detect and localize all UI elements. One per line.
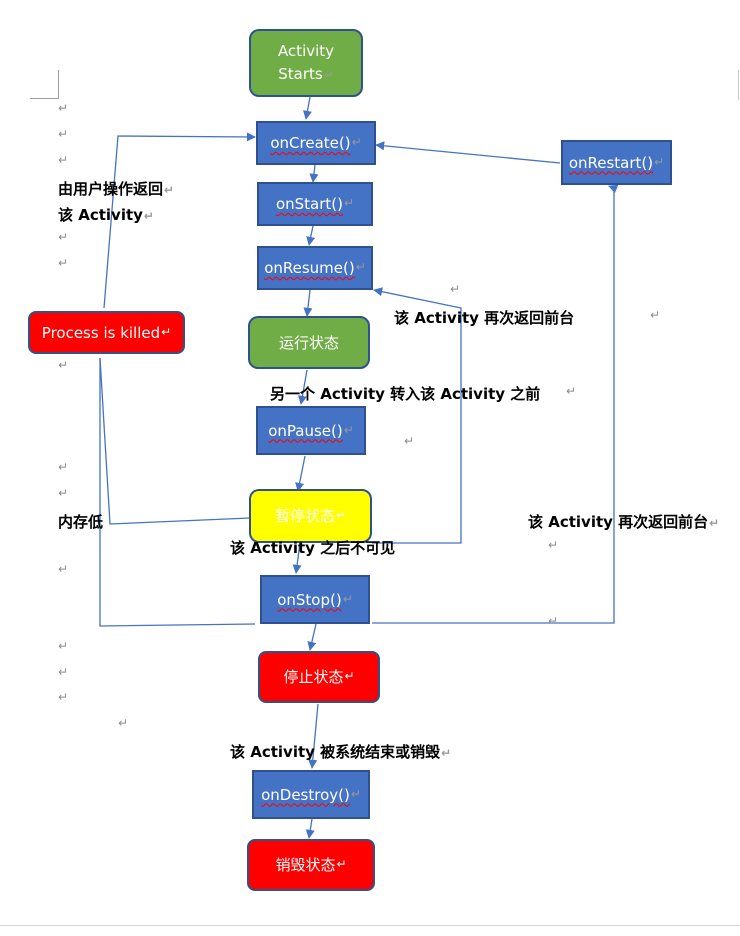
- destroyed-state-node: 销毁状态↵: [247, 839, 375, 891]
- arrow-ondestroy-to-destroyed: [305, 818, 315, 839]
- arrow-start-to-oncreate: [302, 96, 312, 120]
- page-edge-mark: [738, 70, 739, 100]
- process-killed-node: Process is killed↵: [28, 311, 185, 354]
- arrow-onstop-to-stopped: [307, 623, 317, 651]
- activity-starts-line1: Activity: [277, 41, 335, 60]
- arrow-onstop-to-onrestart: [372, 184, 619, 624]
- paragraph-mark: ↵: [336, 857, 347, 872]
- arrow-running-to-onpause: [297, 369, 308, 405]
- paragraph-mark: ↵: [58, 101, 69, 115]
- label-low-memory: 内存低: [58, 513, 104, 531]
- paragraph-mark: ↵: [58, 665, 69, 679]
- label-activity-returns-front-1: 该 Activity 再次返回前台: [394, 309, 575, 327]
- paragraph-mark: ↵: [58, 460, 69, 474]
- onresume-node: onResume()↵: [257, 246, 373, 290]
- paragraph-mark: ↵: [58, 153, 69, 167]
- onstop-node: onStop()↵: [260, 575, 370, 624]
- paragraph-mark: ↵: [58, 256, 69, 270]
- paragraph-mark: ↵: [58, 486, 69, 500]
- paragraph-mark: ↵: [654, 154, 665, 169]
- paragraph-mark: ↵: [450, 282, 461, 296]
- arrow-oncreate-to-onstart: [309, 164, 319, 183]
- paragraph-mark: ↵: [350, 786, 361, 801]
- paragraph-mark: ↵: [58, 127, 69, 141]
- oncreate-label: onCreate(): [270, 134, 351, 152]
- paragraph-mark: ↵: [58, 690, 69, 704]
- paragraph-mark: ↵: [548, 614, 559, 628]
- label-activity-invisible: 该 Activity 之后不可见: [230, 539, 396, 557]
- onstop-label: onStop(): [277, 590, 342, 609]
- onrestart-label: onRestart(): [568, 153, 654, 172]
- line-paused-to-killed: [99, 357, 251, 525]
- onpause-node: onPause()↵: [256, 406, 366, 455]
- paragraph-mark: ↵: [118, 716, 129, 730]
- line-onstop-to-killed: [99, 358, 256, 627]
- onrestart-node: onRestart()↵: [561, 140, 672, 185]
- oncreate-node: onCreate()↵: [256, 121, 376, 165]
- destroyed-state-label: 销毁状态: [275, 856, 336, 874]
- arrow-onstart-to-onresume: [306, 225, 316, 246]
- label-activity-destroyed: 该 Activity 被系统结束或销毁↵: [230, 743, 452, 761]
- activity-starts-node: Activity Starts↵: [249, 29, 363, 97]
- paused-state-label: 暂停状态: [274, 507, 335, 525]
- paragraph-mark: ↵: [58, 639, 69, 653]
- activity-starts-line2: Starts↵: [278, 65, 334, 83]
- arrow-stopped-to-ondestroy: [308, 703, 319, 769]
- paragraph-mark: ↵: [355, 260, 366, 275]
- ondestroy-label: onDestroy(): [261, 785, 350, 804]
- paragraph-mark: ↵: [650, 308, 661, 322]
- label-activity-returns-front-2: 该 Activity 再次返回前台↵: [528, 513, 720, 531]
- paused-state-node: 暂停状态↵: [249, 489, 372, 543]
- arrow-onrestart-to-oncreate: [375, 141, 561, 164]
- onstart-label: onStart(): [275, 195, 343, 213]
- running-state-label: 运行状态: [278, 333, 339, 352]
- label-user-returns-line2: 该 Activity↵: [58, 206, 154, 224]
- onstart-node: onStart()↵: [257, 182, 373, 226]
- paragraph-mark: ↵: [343, 422, 354, 437]
- running-state-node: 运行状态: [248, 316, 370, 369]
- process-killed-label: Process is killed: [41, 323, 161, 342]
- onresume-label: onResume(): [264, 259, 355, 277]
- paragraph-mark: ↵: [351, 135, 362, 150]
- paragraph-mark: ↵: [343, 196, 355, 211]
- paragraph-mark: ↵: [58, 562, 69, 576]
- paragraph-mark: ↵: [58, 358, 69, 372]
- stopped-state-label: 停止状态: [283, 668, 344, 686]
- page-corner-mark: [30, 70, 59, 99]
- paragraph-mark: ↵: [548, 538, 559, 552]
- arrow-paused-to-onresume: [372, 287, 462, 544]
- ondestroy-node: onDestroy()↵: [252, 770, 370, 819]
- paragraph-mark: ↵: [161, 324, 172, 339]
- paragraph-mark: ↵: [58, 230, 69, 244]
- arrow-paused-to-onstop: [292, 542, 302, 574]
- label-user-returns-line1: 由用户操作返回↵: [58, 180, 175, 198]
- arrow-onresume-to-running: [303, 289, 313, 317]
- paragraph-mark: ↵: [566, 384, 577, 398]
- page-bottom-edge: [0, 925, 740, 936]
- onpause-label: onPause(): [268, 421, 343, 440]
- paragraph-mark: ↵: [335, 508, 347, 523]
- paragraph-mark: ↵: [342, 591, 353, 606]
- arrow-onpause-to-paused: [295, 455, 306, 492]
- paragraph-mark: ↵: [344, 669, 355, 684]
- stopped-state-node: 停止状态↵: [258, 651, 380, 703]
- label-another-activity-before: 另一个 Activity 转入该 Activity 之前: [270, 385, 541, 403]
- arrow-killed-to-oncreate: [103, 132, 256, 309]
- paragraph-mark: ↵: [404, 434, 415, 448]
